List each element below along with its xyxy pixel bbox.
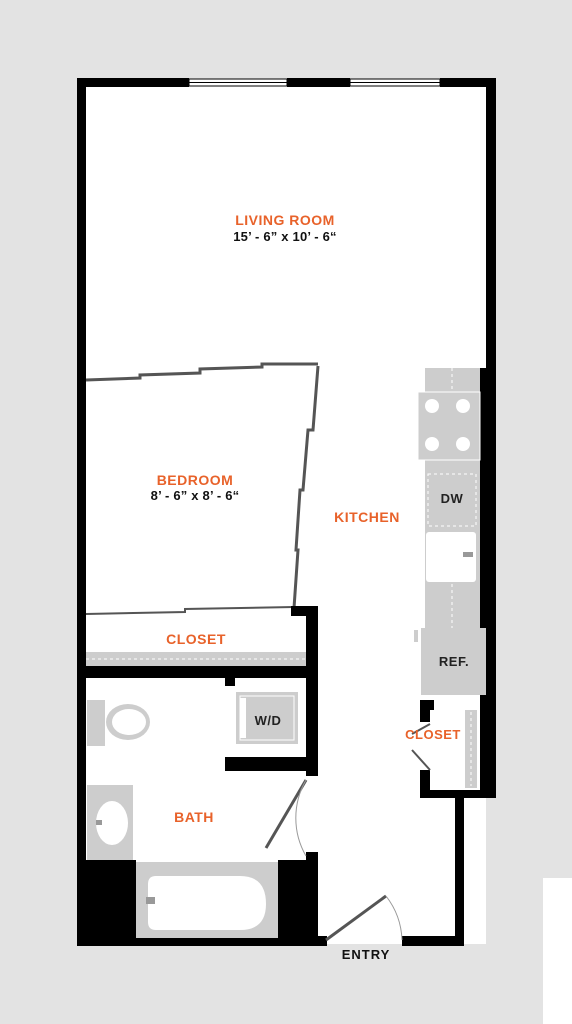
closet-door-lower [411, 749, 431, 771]
wall-closet-west-bottom [420, 770, 430, 798]
wall-bath-east-lower [306, 852, 318, 946]
bath-sink [87, 785, 133, 861]
wall-wd-top [225, 678, 235, 686]
washer-dryer-label: W/D [254, 713, 282, 728]
dishwasher-label: DW [440, 491, 464, 506]
wall-east-kitchen [480, 368, 496, 798]
kitchen-sink [426, 532, 476, 582]
kitchen-closet-label: CLOSET [405, 727, 461, 742]
exterior-notch [543, 878, 572, 1024]
wall-east-lower [455, 790, 464, 946]
entry-door-swing [385, 895, 403, 941]
bathtub [136, 862, 278, 938]
wall-wd-bottom [225, 757, 318, 771]
bath-door-swing [295, 779, 307, 857]
bedroom-label: BEDROOM [156, 472, 234, 488]
living-room-label: LIVING ROOM [235, 212, 335, 228]
washer-dryer [236, 692, 298, 744]
bedroom-partition-top [85, 362, 318, 382]
refrigerator-box [414, 628, 486, 695]
bath-door [264, 779, 308, 849]
closet-sliding-door [85, 606, 295, 615]
wall-closet-corner [291, 606, 309, 616]
tub-wall-left [86, 860, 136, 938]
wall-north-left [77, 78, 189, 87]
wall-bath-east [306, 606, 318, 776]
entry-floor [318, 790, 463, 944]
living-room-dimensions: 15’ - 6” x 10’ - 6“ [233, 229, 337, 244]
entry-label: ENTRY [341, 947, 391, 962]
dishwasher-outline [427, 473, 477, 527]
tub-wall-right [278, 860, 308, 938]
toilet [87, 700, 150, 746]
wall-east-upper [486, 78, 496, 370]
wall-north-mid [287, 78, 350, 87]
window-north-2 [349, 78, 441, 87]
bedroom-closet-label: CLOSET [166, 631, 226, 647]
cooktop [417, 391, 481, 461]
wall-south-left [77, 936, 327, 946]
wall-bath-north [77, 666, 318, 678]
closet-door-upper [411, 723, 431, 735]
wall-west [77, 78, 86, 946]
entry-door [325, 894, 387, 942]
wall-north-right [440, 78, 496, 87]
bath-label: BATH [174, 809, 214, 825]
wall-east-step [455, 790, 496, 798]
bedroom-partition-right [292, 365, 320, 609]
bedroom-dimensions: 8’ - 6” x 8’ - 6“ [150, 488, 240, 503]
refrigerator-label: REF. [438, 654, 470, 669]
wall-closet-west-top [420, 700, 430, 722]
wall-closet-bottom [420, 790, 464, 798]
window-north-1 [188, 78, 288, 87]
wall-south-right [402, 936, 464, 946]
kitchen-label: KITCHEN [334, 509, 400, 525]
